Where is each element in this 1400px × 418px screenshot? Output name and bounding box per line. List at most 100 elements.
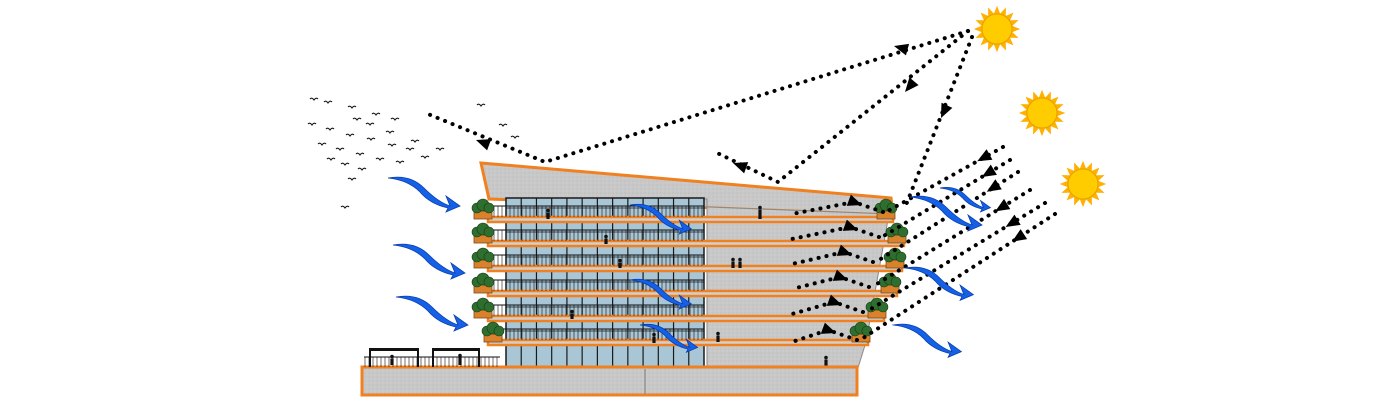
wind-arrow-icon [395,295,469,332]
sun-icon [973,5,1021,53]
bird-icon [340,162,350,166]
foliage [483,251,495,263]
bird-icon [323,100,333,104]
foliage [483,301,495,313]
ray-arrowhead [1012,229,1028,242]
pergola-post [478,348,480,367]
bird-icon [365,122,375,126]
ray-arrowhead [820,322,836,334]
person-icon [652,332,656,337]
bird-icon [498,123,508,127]
person-body [546,212,550,219]
bird-icon [347,105,357,109]
bird-icon [395,160,405,164]
ray-arrowhead [832,269,848,281]
bird-icon [410,139,420,143]
wind-arrow-icon [639,323,699,353]
pergola-post [432,348,434,367]
person-icon [546,208,550,213]
bird-icon [420,155,430,159]
person-body [570,313,574,319]
sun-icon [1059,160,1107,208]
bird-icon [335,147,345,151]
bird-icon [435,147,445,151]
sun-ray-paths [426,29,1057,344]
podium-slab [360,365,859,397]
ray-arrowhead [826,294,842,306]
person-body [716,335,720,342]
bird-icon [347,177,357,181]
person-body [731,261,735,268]
person-icon [758,205,762,210]
floor-slab [486,215,895,224]
person-body [738,261,742,268]
reflected-ray-a [426,29,970,165]
wind-arrow-icon [392,243,466,280]
sun-disc [1067,168,1099,200]
person-body [652,336,656,343]
person-icon [731,257,735,262]
wind-arrow-icon [629,203,693,235]
direct-ray-a [904,35,974,207]
foliage [493,325,505,337]
pergola-post [369,348,371,367]
people-silhouettes [390,205,828,368]
roof-pergola [369,348,480,367]
ray-arrowhead [977,149,993,162]
wind-arrow-icon [892,323,963,359]
pergola-roof [369,348,419,351]
reflected-ray-b [711,29,970,185]
pergola-post [417,348,419,367]
bird-icon [355,152,365,156]
person-body [604,238,608,244]
person-body [824,359,828,368]
person-icon [458,353,462,358]
foliage [483,202,495,214]
bird-icon [510,135,520,139]
floor-slab [486,264,904,273]
sun-icon [1018,89,1066,137]
floor-slab [486,239,906,248]
bird-icon [405,147,415,151]
ray-arrowhead [1005,214,1021,227]
person-icon [738,257,742,262]
bird-icon [326,157,336,161]
foliage [895,251,907,263]
balcony-planters [471,198,909,343]
wind-arrow-icon [909,195,983,232]
ray-arrowhead [905,77,919,92]
bird-icon [375,157,385,161]
bird-icon [387,143,397,147]
bird-icon [317,142,327,146]
ray-arrowhead [836,244,852,256]
wind-arrow-icon [904,266,975,302]
bird-icon [371,112,381,116]
ray-arrowhead [986,179,1002,192]
sun-disc [981,13,1013,45]
ray-arrowhead [941,102,953,118]
person-icon [716,331,720,336]
bird-icon [325,127,335,131]
person-icon [824,355,828,360]
podium-base [360,356,859,397]
bird-icon [352,117,362,121]
bird-flock [307,97,520,209]
foliage [890,276,902,288]
person-icon [618,258,622,263]
bird-icon [309,97,319,101]
person-body [390,358,394,365]
bird-icon [366,137,376,141]
ray-arrowhead [981,164,997,177]
foliage [483,226,495,238]
person-icon [570,309,574,314]
ray-arrowhead [894,43,910,56]
foliage [483,276,495,288]
ray-arrowhead [995,198,1011,212]
bird-icon [390,117,400,121]
bird-icon [476,103,486,107]
sun-disc [1026,97,1058,129]
incident-ray [864,201,1047,314]
person-body [618,262,622,268]
